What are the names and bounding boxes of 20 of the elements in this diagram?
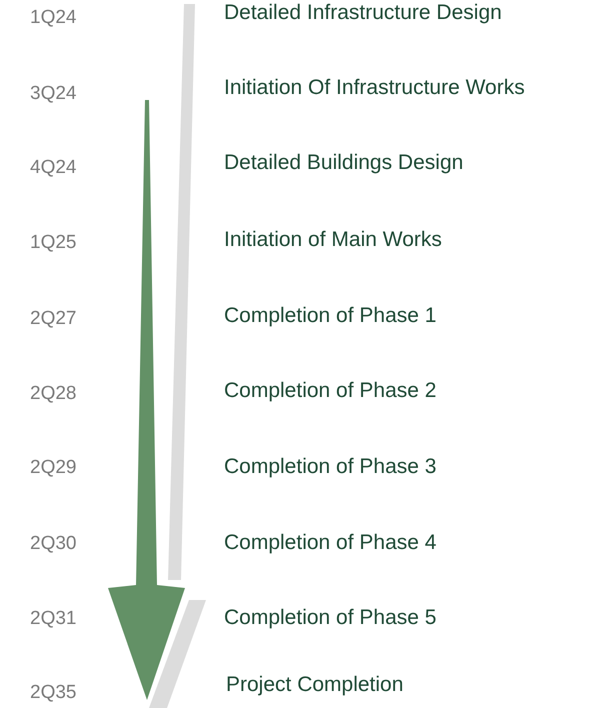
milestone-label: Project Completion [226,673,404,697]
milestone-label: Completion of Phase 4 [224,531,436,555]
milestone-label: Initiation of Main Works [224,228,442,252]
date-label: 2Q31 [30,607,76,631]
milestone-label: Completion of Phase 5 [224,606,436,630]
date-label: 2Q29 [30,456,76,480]
date-label: 1Q25 [30,231,76,255]
milestone-label: Completion of Phase 2 [224,379,436,403]
date-label: 4Q24 [30,156,76,180]
milestone-label: Initiation Of Infrastructure Works [224,76,525,100]
milestone-label: Completion of Phase 1 [224,304,436,328]
date-label: 2Q27 [30,307,76,331]
date-label: 3Q24 [30,82,76,106]
date-label: 2Q35 [30,681,76,705]
milestone-label: Completion of Phase 3 [224,455,436,479]
milestone-label: Detailed Buildings Design [224,151,464,175]
date-label: 1Q24 [30,6,76,30]
milestone-label: Detailed Infrastructure Design [224,1,502,25]
date-label: 2Q30 [30,532,76,556]
date-label: 2Q28 [30,382,76,406]
